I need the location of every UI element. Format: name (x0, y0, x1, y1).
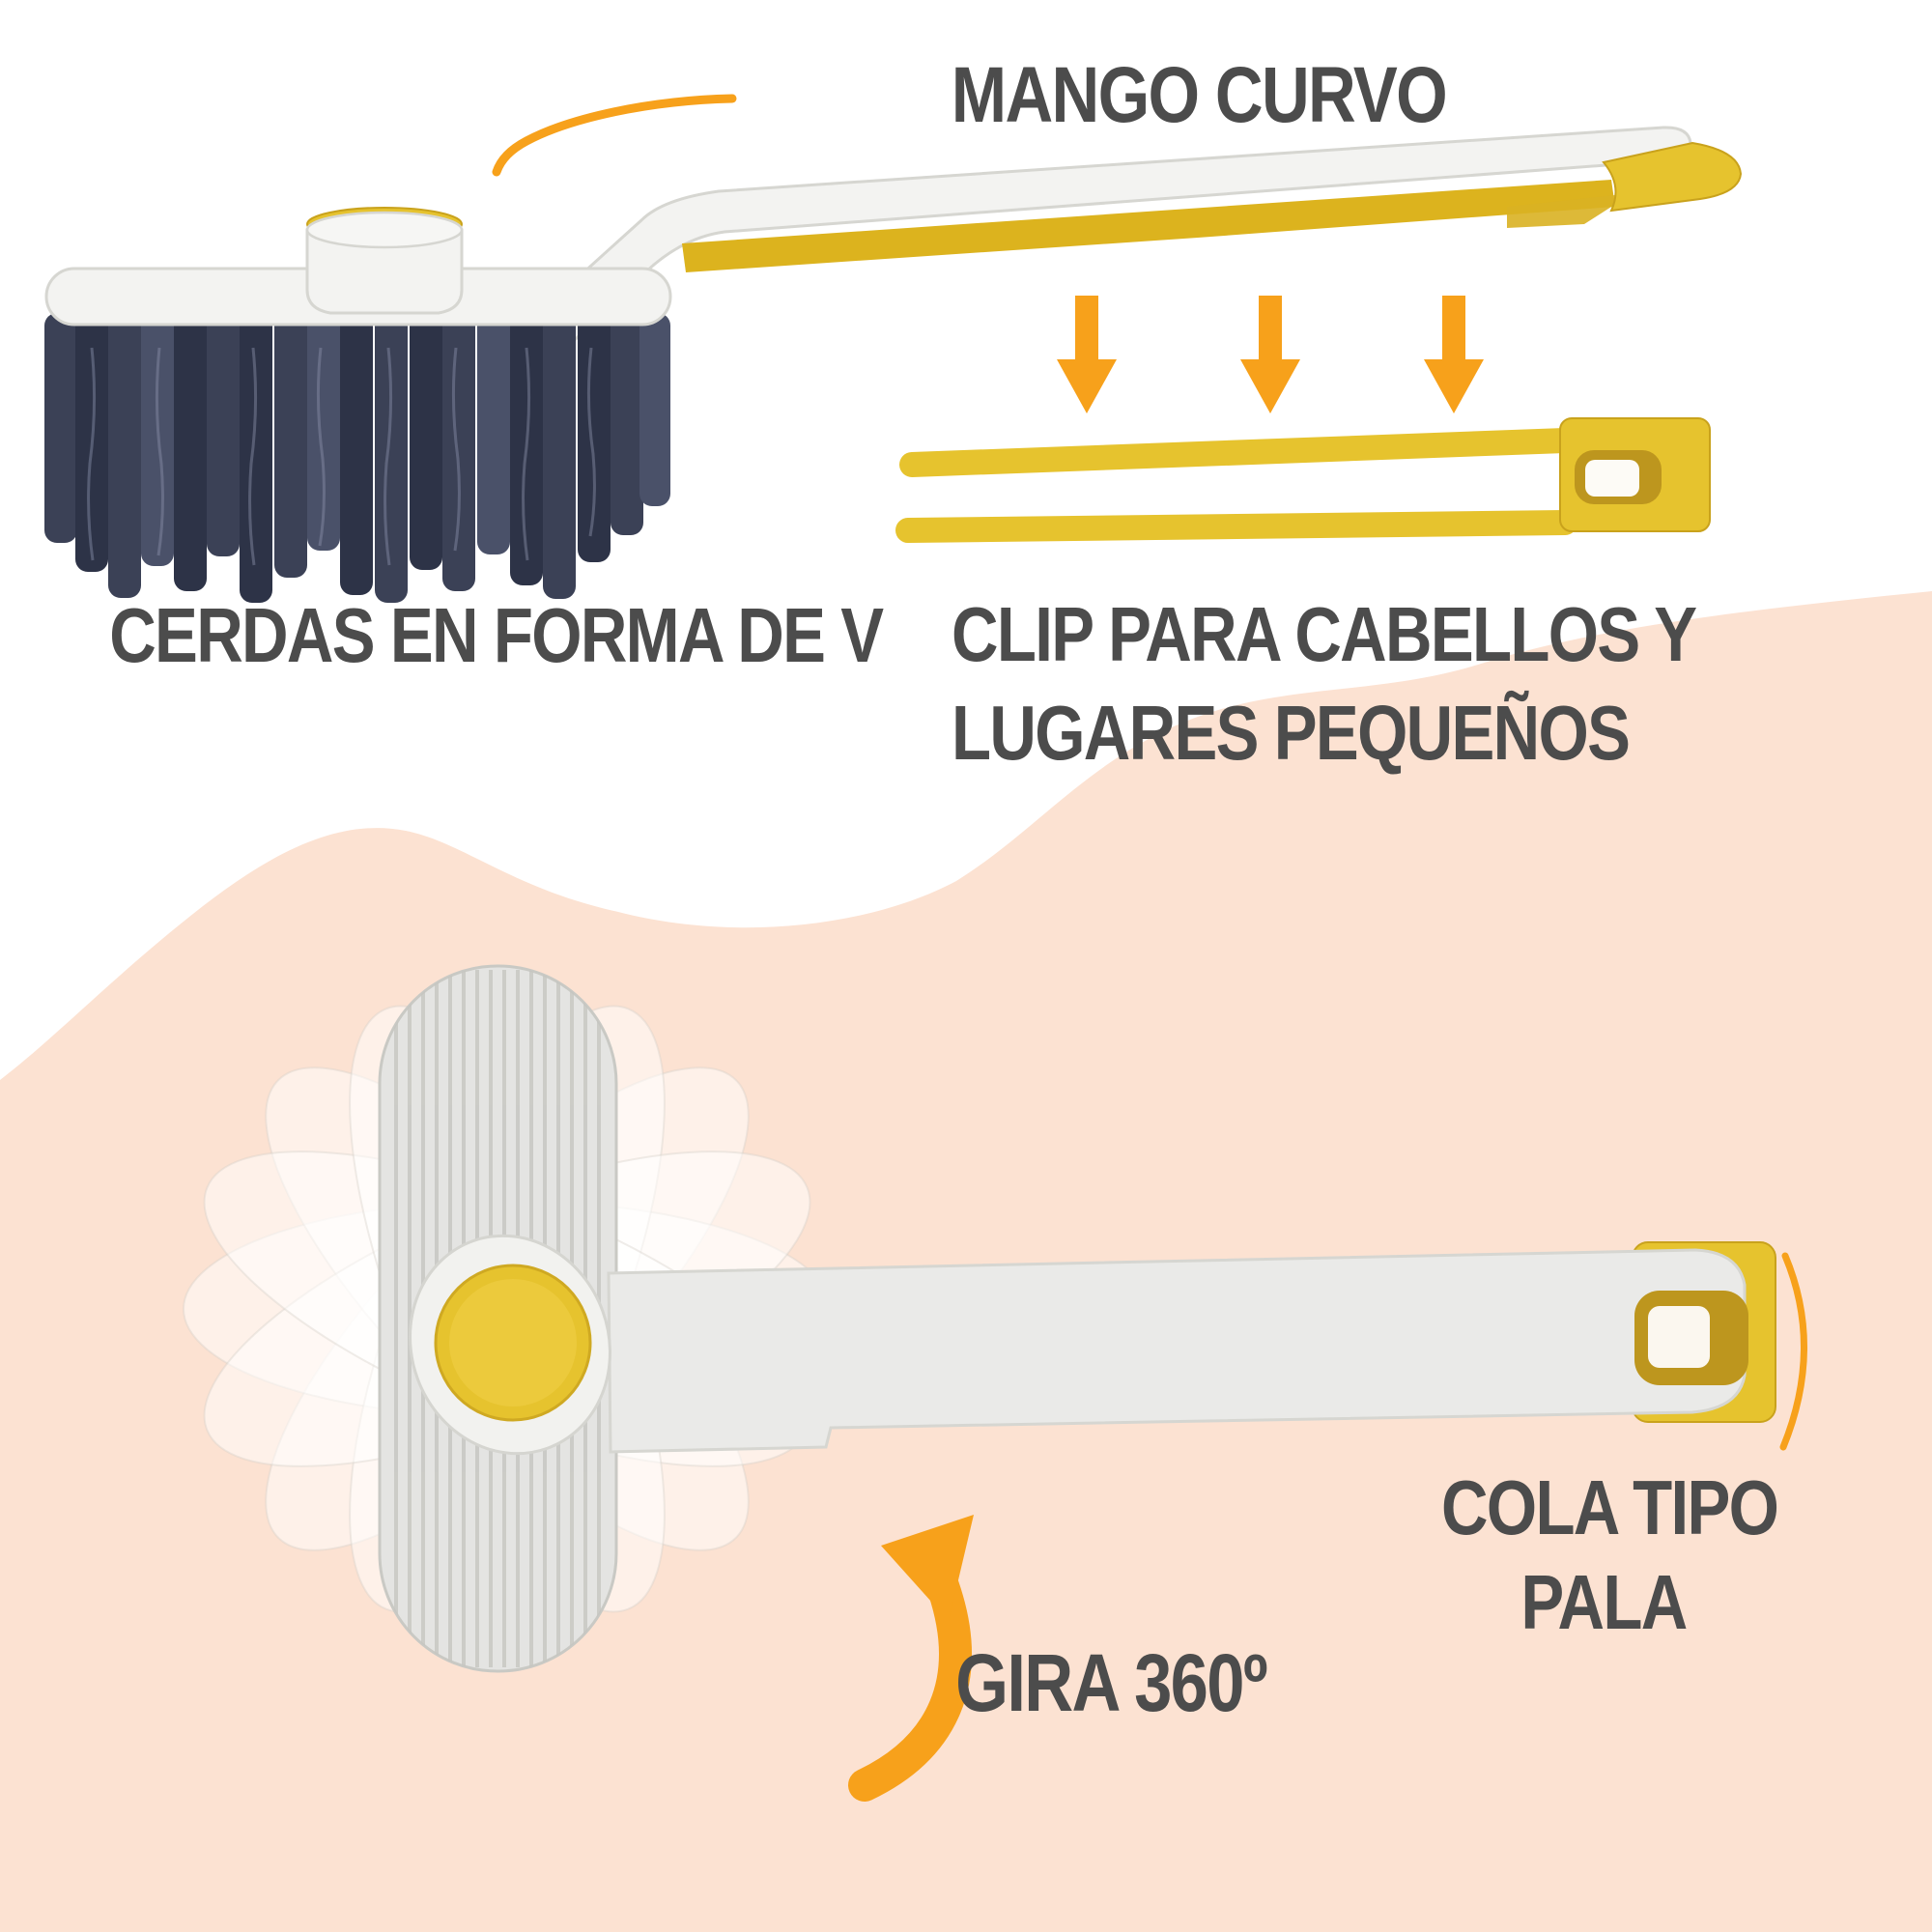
handle-yellow-tip (1602, 141, 1743, 213)
brush-top-illustration (44, 94, 1743, 603)
clip-callout-line2: LUGARES PEQUEÑOS (952, 690, 1631, 777)
handle-yellow-strip (682, 180, 1615, 272)
hair-clip (895, 417, 1711, 543)
down-arrow-icon (1424, 296, 1484, 413)
handle-callout-label: MANGO CURVO (951, 51, 1448, 139)
down-arrow-icon (1057, 296, 1117, 413)
shovel-tail-hole (1634, 1291, 1748, 1385)
down-arrow-icon (1240, 296, 1300, 413)
tail-callout-label: COLA TIPO PALA (1441, 1461, 1779, 1649)
tail-callout-line2: PALA (1520, 1558, 1688, 1645)
bristles-callout-label: CERDAS EN FORMA DE V (109, 592, 884, 678)
clip-callout-line1: CLIP PARA CABELLOS Y (952, 591, 1697, 677)
tail-callout-line1: COLA TIPO (1441, 1464, 1779, 1550)
straight-handle (607, 1248, 1747, 1454)
pivot-button (434, 1264, 592, 1422)
leader-curve-icon (492, 94, 737, 177)
clip-stored-blade (1507, 193, 1633, 228)
pivot-cylinder (305, 207, 464, 315)
bristles (44, 313, 670, 603)
bracket-arc-icon (1779, 1252, 1807, 1451)
rotating-brush-illustration (183, 964, 1807, 1802)
down-arrows (1057, 296, 1484, 413)
clip-callout-label: CLIP PARA CABELLOS Y LUGARES PEQUEÑOS (952, 585, 1697, 783)
rotate-arrow-icon (848, 1515, 974, 1802)
rotation-callout-label: GIRA 360º (955, 1637, 1267, 1728)
